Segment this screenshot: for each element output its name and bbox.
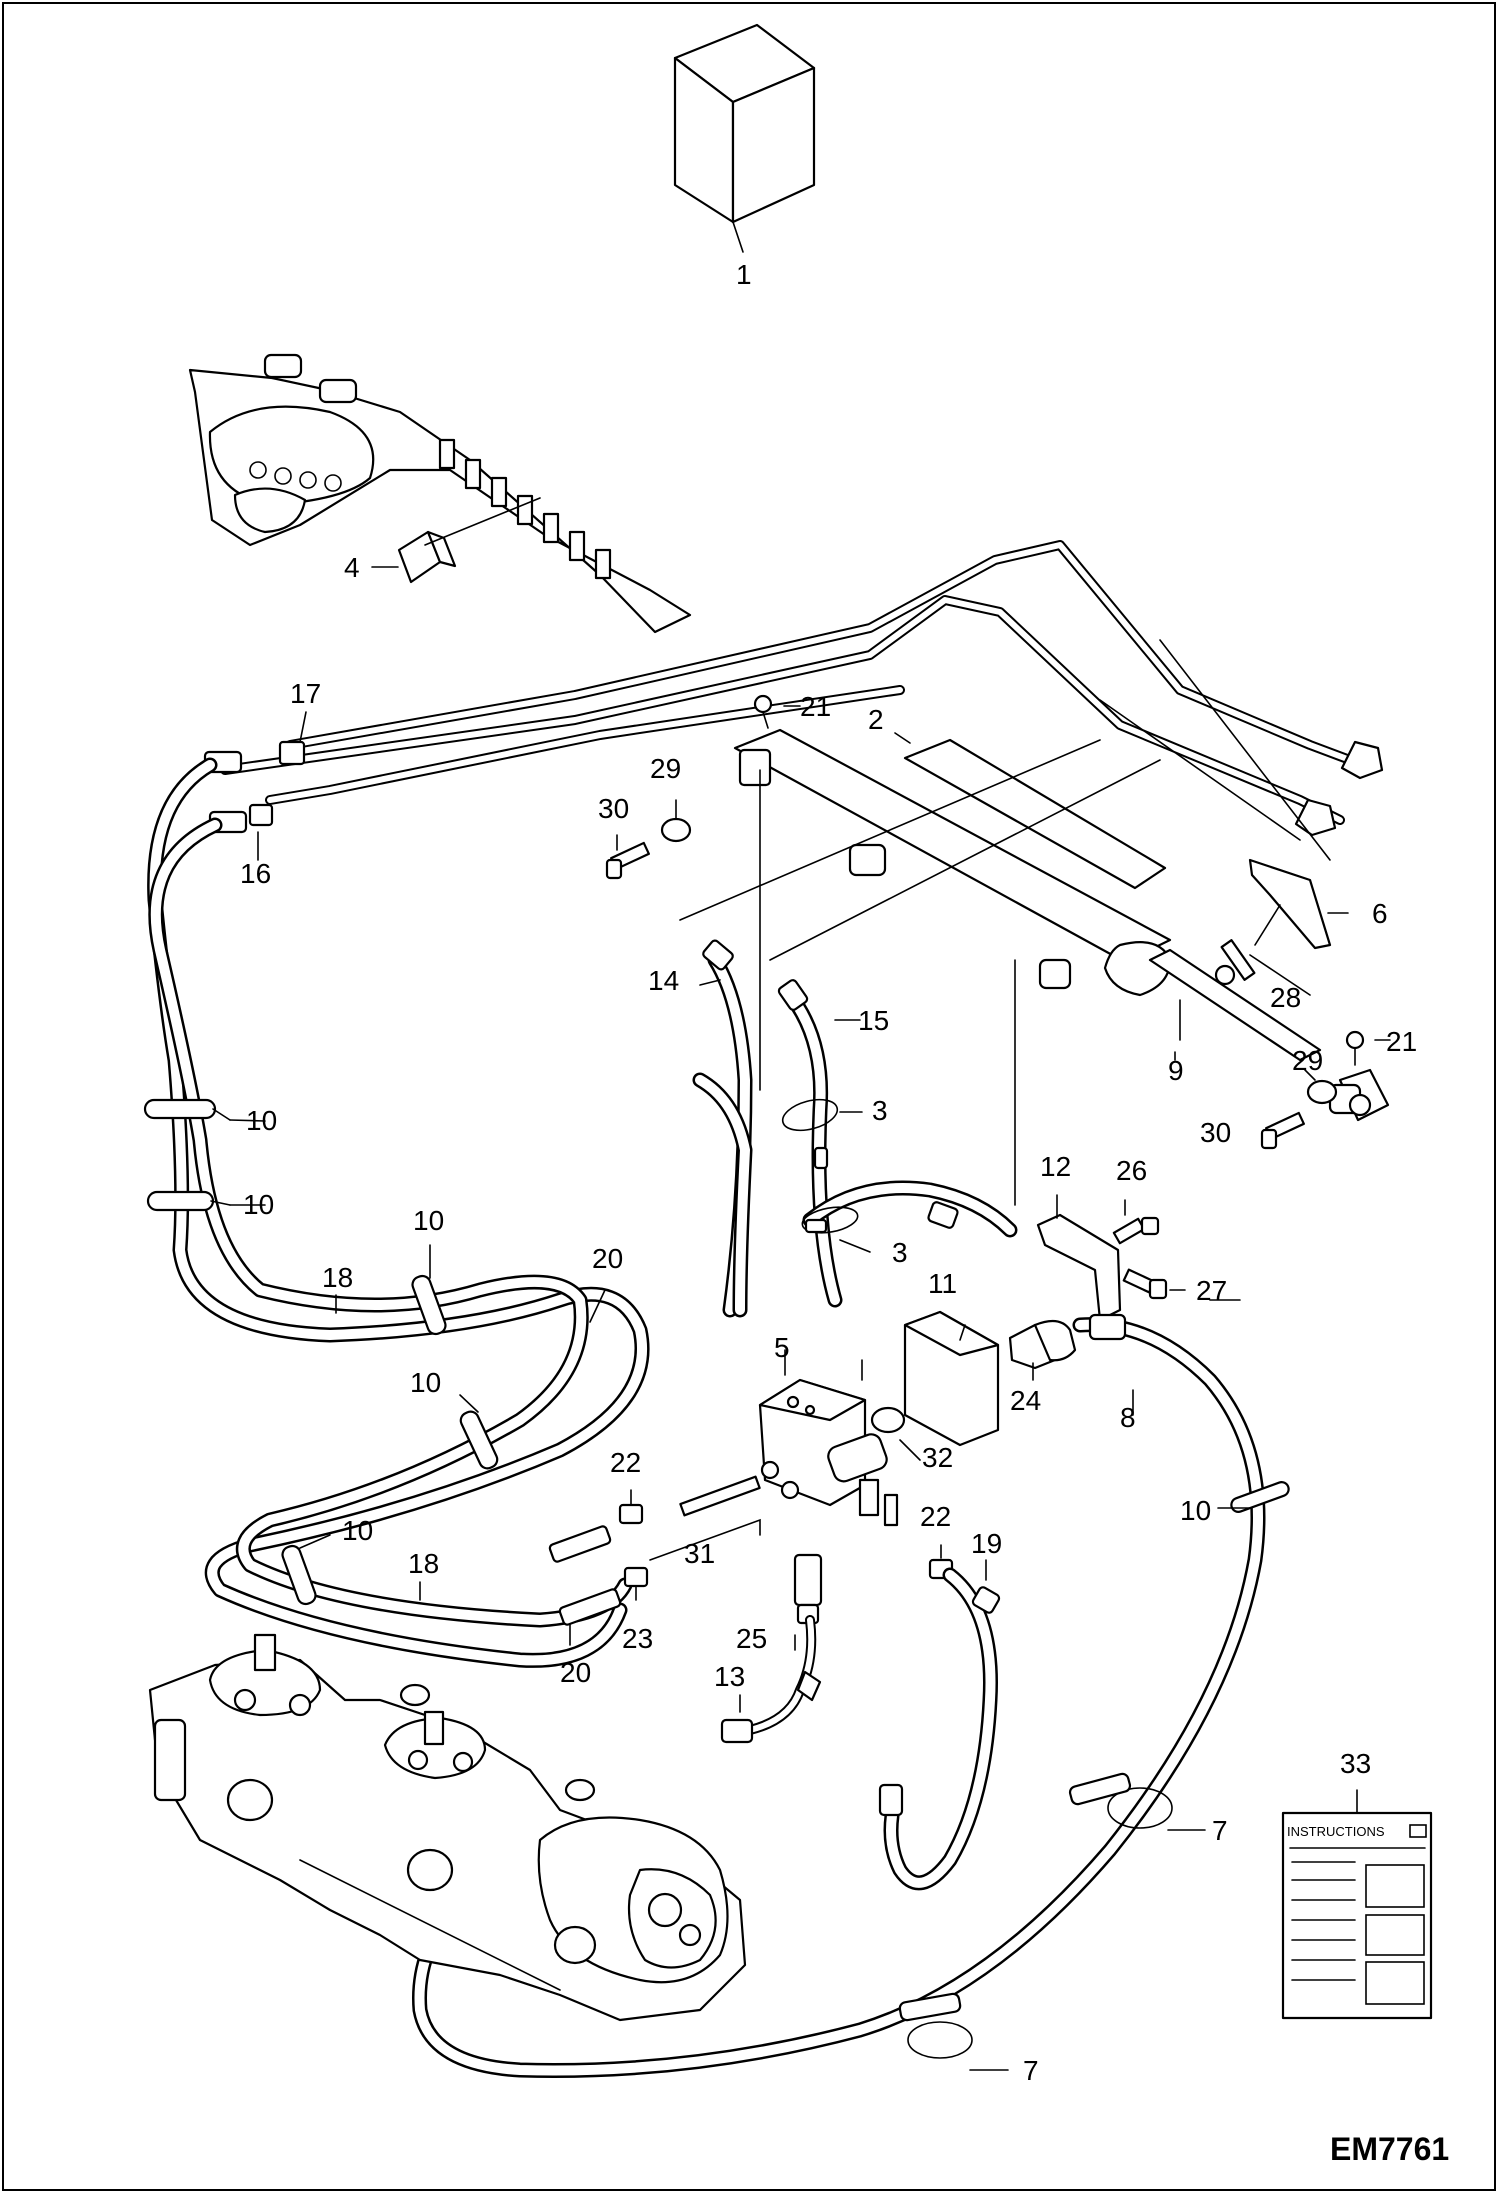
callout-32: 32 [922,1442,953,1473]
callout-20a: 20 [592,1243,623,1274]
callout-5: 5 [774,1332,790,1363]
callout-7b: 7 [1023,2055,1039,2086]
callout-18b: 18 [408,1548,439,1579]
steel-lines [220,540,1384,861]
callout-12: 12 [1040,1151,1071,1182]
callout-9: 9 [1168,1055,1184,1086]
callout-29a: 29 [650,753,681,784]
callout-21b: 21 [1386,1026,1417,1057]
hydrostatic-pump [148,1633,747,2022]
callout-7a: 7 [1212,1815,1228,1846]
callout-13: 13 [714,1661,745,1692]
callout-2: 2 [868,704,884,735]
callout-16: 16 [240,858,271,889]
callout-24: 24 [1010,1385,1041,1416]
callout-15: 15 [858,1005,889,1036]
callout-10b: 10 [243,1189,274,1220]
callout-10e: 10 [342,1515,373,1546]
callout-1: 1 [736,259,752,290]
hoses-14-15 [692,939,1018,1318]
lift-cylinder [679,694,1390,1206]
callout-27: 27 [1196,1275,1227,1306]
callout-19: 19 [971,1528,1002,1559]
callout-10d: 10 [410,1367,441,1398]
callout-8: 8 [1120,1402,1136,1433]
kit-box [673,23,816,253]
callout-28: 28 [1270,982,1301,1013]
callout-3a: 3 [872,1095,888,1126]
callout-labels: 1 2 3 3 4 5 6 7 7 8 9 10 10 10 10 10 10 … [240,259,1449,2167]
dash-panel [188,353,692,634]
callout-20b: 20 [560,1657,591,1688]
callout-33: 33 [1340,1748,1371,1779]
bracket-6 [1214,858,1349,986]
leader-lines [229,705,1391,2071]
callout-23: 23 [622,1623,653,1654]
bracket-12 [1036,1194,1186,1322]
callout-18a: 18 [322,1262,353,1293]
callout-31: 31 [684,1538,715,1569]
hose-8 [412,1313,1290,2078]
callout-30b: 30 [1200,1117,1231,1148]
callout-22a: 22 [610,1447,641,1478]
callout-3b: 3 [892,1237,908,1268]
callout-17: 17 [290,678,321,709]
hoses-18-20 [143,757,650,1668]
callout-10a: 10 [246,1105,277,1136]
callout-10c: 10 [413,1205,444,1236]
hose-19 [878,1559,1001,1891]
callout-21a: 21 [800,691,831,722]
instructions-text: INSTRUCTIONS [1287,1824,1385,1839]
callout-4: 4 [344,552,360,583]
valve-assembly [618,1310,1077,1744]
callout-26: 26 [1116,1155,1147,1186]
callout-11: 11 [928,1268,957,1299]
figure-code: EM7761 [1330,2131,1449,2167]
callout-29b: 29 [1292,1045,1323,1076]
callout-10f: 10 [1180,1495,1211,1526]
callout-6: 6 [1372,898,1388,929]
callout-14: 14 [648,965,679,996]
callout-25: 25 [736,1623,767,1654]
fittings-top-left [203,711,307,861]
callout-22b: 22 [920,1501,951,1532]
washers-bolts [605,799,1338,1150]
callout-30a: 30 [598,793,629,824]
instructions-manual: INSTRUCTIONS [1281,1789,1433,2020]
